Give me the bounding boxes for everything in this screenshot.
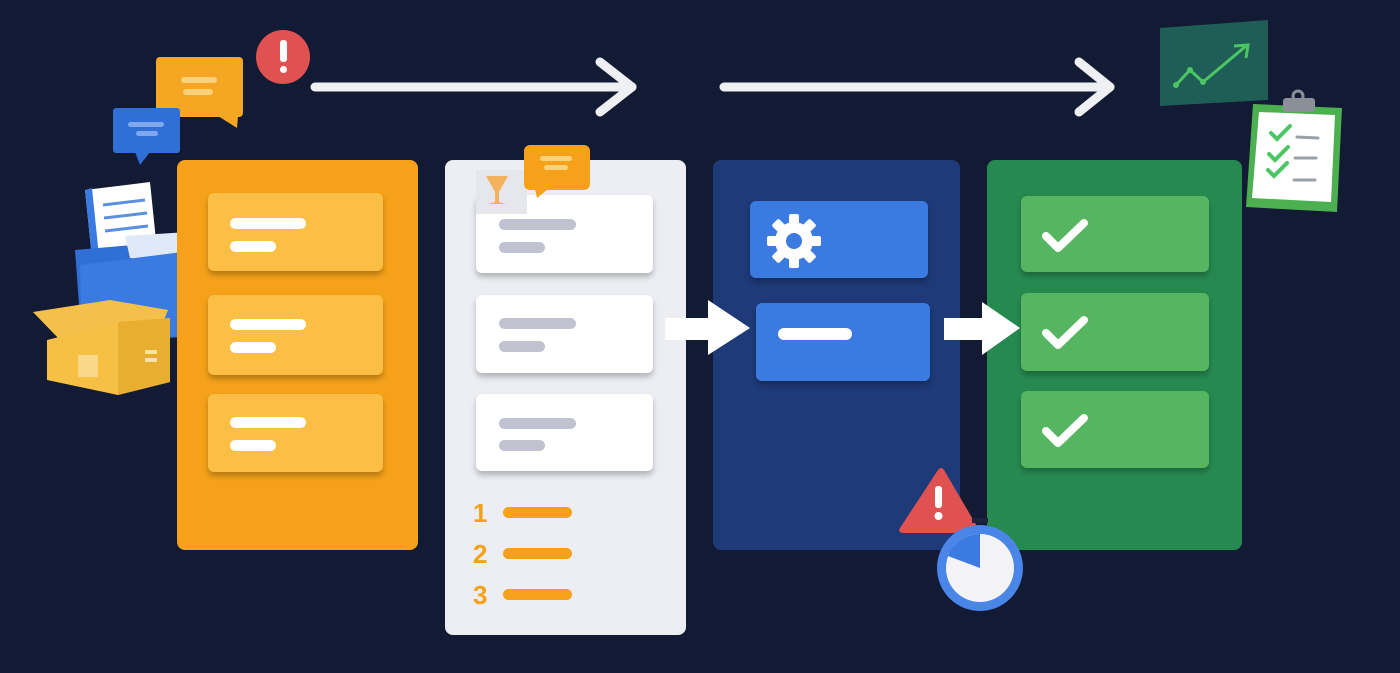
checkmark-icon: [1042, 316, 1088, 349]
list-number-2: 2: [473, 539, 488, 569]
review-card-2[interactable]: [476, 295, 653, 373]
intake-card-3[interactable]: [208, 394, 383, 472]
document-folder-box-icon: [33, 182, 202, 395]
warning-icon: [899, 468, 979, 533]
processing-card-gear[interactable]: [750, 201, 928, 278]
list-number-1: 1: [473, 498, 488, 528]
done-card-3[interactable]: [1021, 391, 1209, 468]
list-bar-3: [503, 589, 572, 600]
transition-arrow-review-to-processing: [665, 300, 1020, 355]
chat-bubble-icon: [113, 57, 243, 165]
done-card-1[interactable]: [1021, 196, 1209, 272]
stopwatch-icon: [937, 518, 1023, 611]
review-chat-bubble-icon: [524, 145, 590, 198]
intake-card-1[interactable]: [208, 193, 383, 271]
processing-card-active[interactable]: [756, 303, 930, 381]
list-bar-2: [503, 548, 572, 559]
alert-circle-icon: [256, 30, 310, 84]
trend-chart-icon: [1160, 20, 1268, 106]
done-card-2[interactable]: [1021, 293, 1209, 371]
gear-icon: [767, 214, 821, 268]
checkmark-icon: [1042, 414, 1088, 447]
list-bar-1: [503, 507, 572, 518]
review-card-3[interactable]: [476, 394, 653, 471]
checkmark-icon: [1042, 219, 1088, 252]
intake-card-2[interactable]: [208, 295, 383, 375]
list-number-3: 3: [473, 580, 488, 610]
clipboard-checklist-icon: [1246, 89, 1342, 212]
trophy-icon: [476, 170, 527, 214]
